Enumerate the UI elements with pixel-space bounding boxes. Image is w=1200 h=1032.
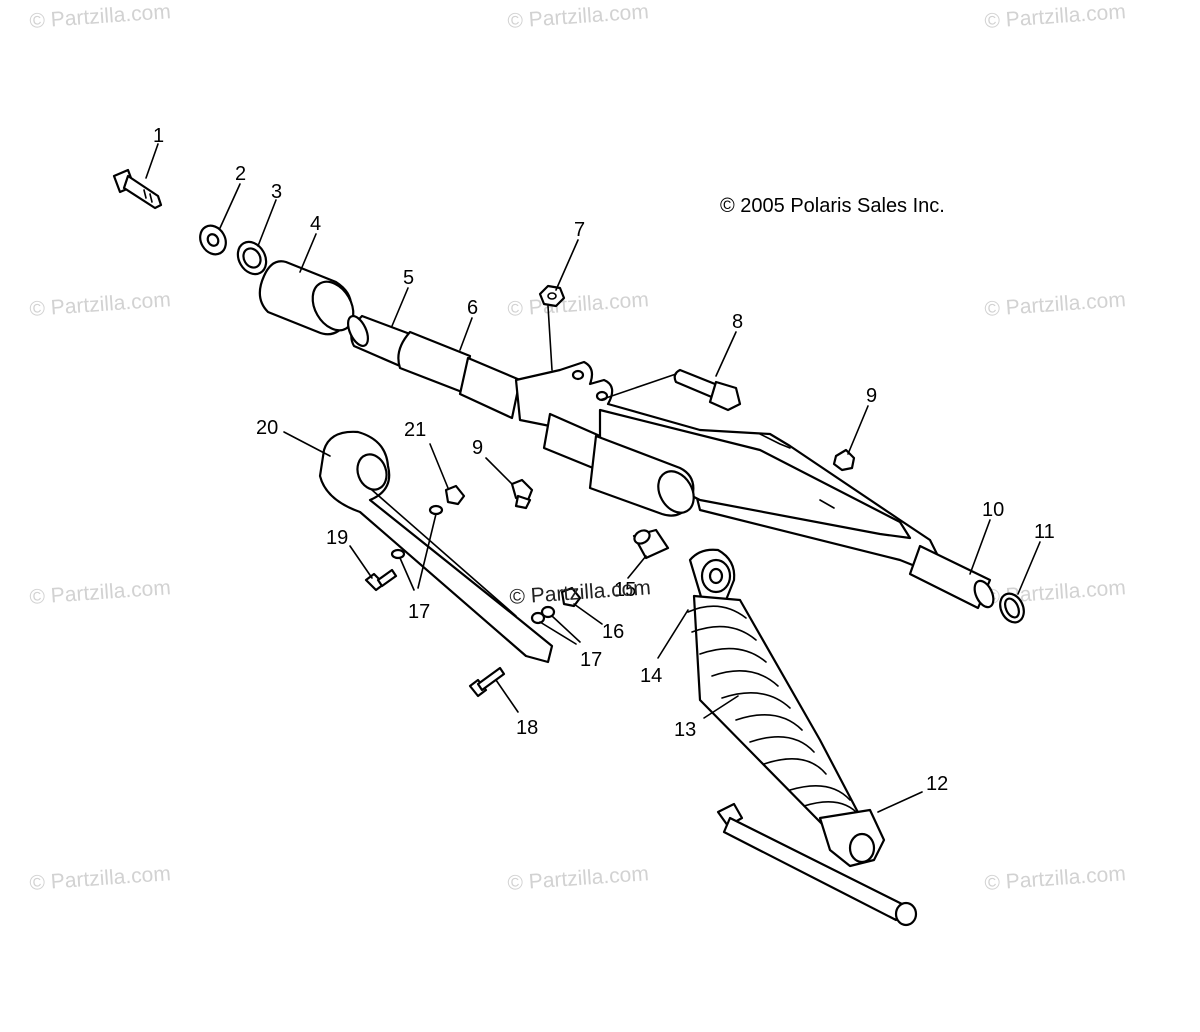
watermark: © Partzilla.com bbox=[29, 576, 172, 609]
leader-10 bbox=[969, 519, 991, 575]
leader-5 bbox=[391, 287, 409, 327]
watermark: © Partzilla.com bbox=[984, 0, 1127, 33]
part-pin-lower[interactable] bbox=[716, 802, 918, 927]
callout-6[interactable]: 6 bbox=[467, 297, 478, 319]
part-shock-13[interactable] bbox=[687, 548, 864, 842]
leader-lines bbox=[145, 143, 1041, 813]
callout-11[interactable]: 11 bbox=[1034, 521, 1055, 543]
leader-19 bbox=[349, 545, 373, 579]
copyright-notice: © 2005 Polaris Sales Inc. bbox=[720, 195, 945, 217]
callout-7[interactable]: 7 bbox=[574, 219, 585, 241]
callout-15[interactable]: 15 bbox=[614, 579, 636, 601]
part-nut-7[interactable] bbox=[538, 284, 566, 308]
part-bushing-15[interactable] bbox=[632, 528, 670, 560]
part-pivot-shaft-5[interactable] bbox=[344, 313, 412, 368]
callout-19[interactable]: 19 bbox=[326, 527, 348, 549]
callout-18[interactable]: 18 bbox=[516, 717, 538, 739]
callout-3[interactable]: 3 bbox=[271, 181, 282, 203]
watermark: © Partzilla.com bbox=[29, 862, 172, 895]
callout-10[interactable]: 10 bbox=[982, 499, 1004, 521]
callout-1[interactable]: 1 bbox=[153, 125, 164, 147]
leader-3 bbox=[257, 199, 277, 247]
leader-8 bbox=[715, 331, 737, 377]
callout-9b[interactable]: 9 bbox=[472, 437, 483, 459]
watermark: © Partzilla.com bbox=[507, 862, 650, 895]
part-bolt-1[interactable] bbox=[112, 168, 163, 210]
part-swing-arm[interactable] bbox=[514, 360, 942, 572]
part-washer-17b[interactable] bbox=[530, 605, 556, 625]
leader-9a bbox=[847, 405, 869, 455]
callout-17a[interactable]: 17 bbox=[408, 601, 430, 623]
watermark: © Partzilla.com bbox=[29, 288, 172, 321]
watermark: © Partzilla.com bbox=[507, 288, 650, 321]
callout-9a[interactable]: 9 bbox=[866, 385, 877, 407]
callout-21[interactable]: 21 bbox=[404, 419, 426, 441]
part-grease-fitting-9b[interactable] bbox=[510, 478, 534, 510]
leader-9b bbox=[485, 457, 513, 485]
part-ring-11[interactable] bbox=[996, 590, 1029, 626]
leader-17b-2 bbox=[539, 621, 577, 645]
leader-20 bbox=[283, 431, 331, 457]
leader-8b bbox=[599, 373, 677, 401]
leader-21 bbox=[429, 443, 449, 489]
leader-18 bbox=[495, 679, 519, 713]
leader-14 bbox=[657, 609, 689, 659]
part-bolt-18[interactable] bbox=[468, 666, 506, 698]
callout-2[interactable]: 2 bbox=[235, 163, 246, 185]
callout-12[interactable]: 12 bbox=[926, 773, 948, 795]
parts-layer bbox=[112, 168, 1029, 927]
part-nut-16[interactable] bbox=[560, 586, 582, 608]
part-grease-fitting-9a[interactable] bbox=[832, 448, 856, 472]
watermark: © Partzilla.com bbox=[507, 0, 650, 33]
callout-14[interactable]: 14 bbox=[640, 665, 662, 687]
leader-2 bbox=[219, 183, 241, 229]
part-pivot-tube-6[interactable] bbox=[397, 330, 522, 420]
callout-16[interactable]: 16 bbox=[602, 621, 624, 643]
leader-12 bbox=[877, 791, 923, 813]
watermark-center: © Partzilla.com bbox=[509, 576, 652, 609]
part-shock-lower-12[interactable] bbox=[818, 808, 886, 868]
part-washer-3[interactable] bbox=[232, 237, 272, 279]
watermark: © Partzilla.com bbox=[29, 0, 172, 33]
callout-5[interactable]: 5 bbox=[403, 267, 414, 289]
leader-11 bbox=[1017, 541, 1041, 595]
callout-13[interactable]: 13 bbox=[674, 719, 696, 741]
leader-6 bbox=[459, 317, 473, 351]
leader-15 bbox=[627, 555, 647, 579]
part-rod-20[interactable] bbox=[318, 430, 554, 664]
callout-8[interactable]: 8 bbox=[732, 311, 743, 333]
callout-4[interactable]: 4 bbox=[310, 213, 321, 235]
part-bolt-19[interactable] bbox=[364, 568, 398, 592]
part-shaft-10[interactable] bbox=[908, 544, 997, 610]
callout-labels: 1 2 3 4 5 6 7 8 9 9 10 11 12 13 14 15 16… bbox=[153, 125, 1055, 795]
leader-13 bbox=[703, 695, 739, 719]
leader-17a-1 bbox=[417, 513, 437, 589]
watermark-layer: © Partzilla.com © Partzilla.com © Partzi… bbox=[29, 0, 1127, 895]
part-bolt-8[interactable] bbox=[673, 368, 742, 412]
leader-17a-2 bbox=[399, 557, 415, 591]
watermark: © Partzilla.com bbox=[984, 288, 1127, 321]
part-washer-2[interactable] bbox=[195, 221, 231, 259]
watermark: © Partzilla.com bbox=[984, 862, 1127, 895]
leader-17b-1 bbox=[551, 615, 581, 643]
leader-16 bbox=[573, 603, 603, 625]
callout-17b[interactable]: 17 bbox=[580, 649, 602, 671]
part-sleeve-4[interactable] bbox=[258, 260, 362, 337]
leader-7 bbox=[555, 239, 579, 291]
part-washer-17a[interactable] bbox=[390, 504, 444, 560]
callout-20[interactable]: 20 bbox=[256, 417, 278, 439]
part-nut-21[interactable] bbox=[444, 484, 466, 506]
leader-1 bbox=[145, 143, 159, 179]
leader-7b bbox=[547, 305, 553, 371]
leader-4 bbox=[299, 233, 317, 273]
